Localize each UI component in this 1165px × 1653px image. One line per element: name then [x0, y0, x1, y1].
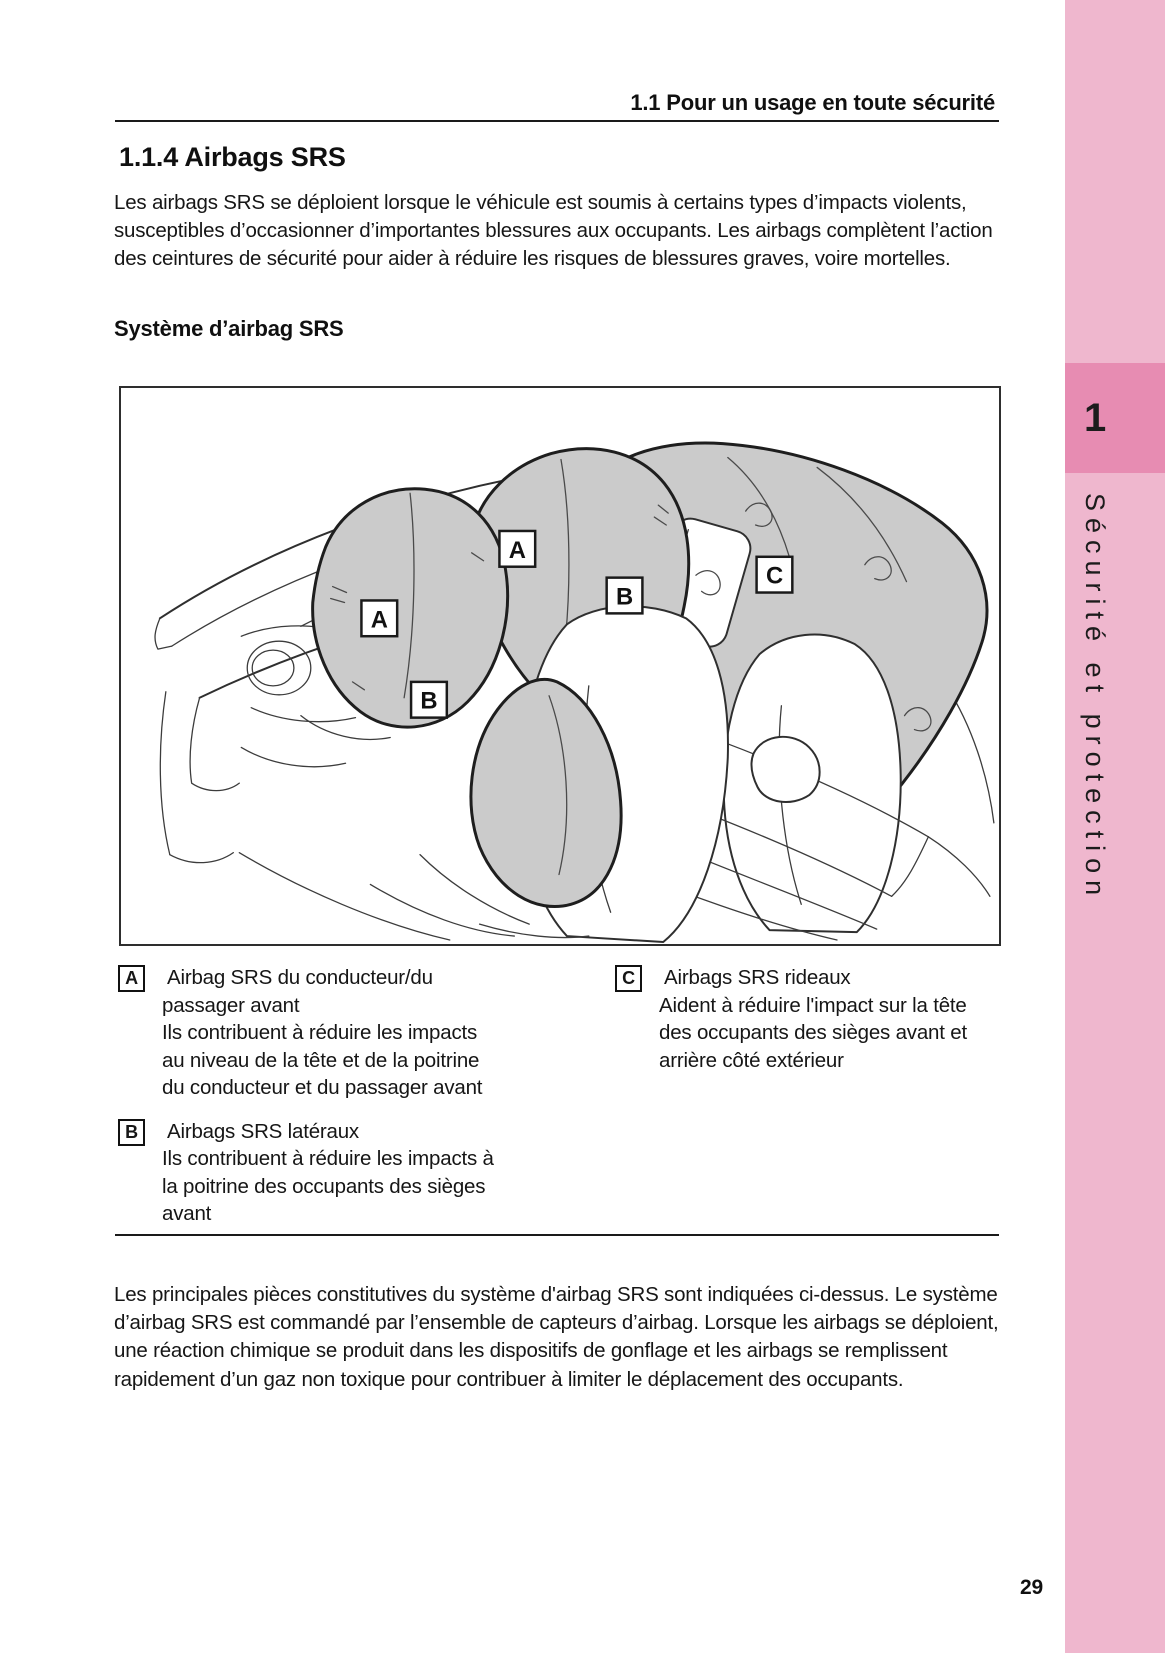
- legend-line: Ils contribuent à réduire les impacts: [162, 1021, 478, 1044]
- chapter-number-tab: 1: [1065, 363, 1165, 473]
- legend-item-a: A Airbag SRS du conducteur/du passager a…: [118, 964, 588, 1102]
- legend-line: avant: [162, 1202, 212, 1225]
- legend-line: Airbags SRS latéraux: [167, 1119, 359, 1143]
- header-rule: [115, 120, 999, 122]
- legend-line: Airbag SRS du conducteur/du: [167, 966, 433, 989]
- page-number: 29: [1020, 1576, 1043, 1599]
- svg-text:B: B: [420, 688, 437, 715]
- svg-text:C: C: [766, 563, 783, 590]
- page-header: 1.1 Pour un usage en toute sécurité: [630, 90, 995, 115]
- diagram-label-C: C: [755, 555, 794, 594]
- closing-paragraph: Les principales pièces constitutives du …: [114, 1283, 999, 1391]
- chapter-number: 1: [1083, 395, 1107, 440]
- subsection-heading: Système d’airbag SRS: [114, 316, 344, 341]
- legend-line: Ils contribuent à réduire les impacts à: [162, 1147, 494, 1170]
- chapter-title-vertical: Sécurité et protection: [1080, 493, 1110, 903]
- chapter-strip: [1065, 0, 1165, 1653]
- legend-line: au niveau de la tête et de la poitrine: [162, 1048, 480, 1072]
- legend-marker-a: A: [118, 965, 145, 992]
- legend-line: des occupants des sièges avant et: [659, 1021, 967, 1044]
- legend-line: arrière côté extérieur: [659, 1048, 844, 1072]
- svg-text:A: A: [371, 606, 388, 633]
- svg-text:A: A: [509, 537, 526, 564]
- intro-paragraph: Les airbags SRS se déploient lorsque le …: [114, 191, 993, 270]
- legend-marker-c: C: [615, 965, 642, 992]
- diagram-label-A-passenger: A: [498, 529, 537, 568]
- airbag-diagram: A A B B C: [119, 386, 1001, 946]
- legend-item-c: C Airbags SRS rideaux Aident à réduire l…: [615, 964, 1002, 1074]
- diagram-label-B-front: B: [409, 680, 449, 719]
- legend-line: passager avant: [162, 993, 300, 1017]
- section-title: 1.1.4 Airbags SRS: [119, 142, 346, 172]
- legend-line: la poitrine des occupants des sièges: [162, 1174, 486, 1198]
- legend-line: du conducteur et du passager avant: [162, 1076, 483, 1099]
- diagram-label-A-driver: A: [360, 599, 399, 638]
- legend-line: Airbags SRS rideaux: [664, 966, 851, 989]
- svg-text:B: B: [616, 583, 633, 610]
- legend-line: Aident à réduire l'impact sur la tête: [659, 993, 967, 1017]
- legend-rule: [115, 1234, 999, 1236]
- legend-item-b: B Airbags SRS latéraux Ils contribuent à…: [118, 1118, 588, 1228]
- legend-marker-b: B: [118, 1118, 145, 1146]
- airbag-diagram-drawing: A A B B C: [154, 441, 995, 944]
- diagram-label-B-rear: B: [605, 576, 644, 615]
